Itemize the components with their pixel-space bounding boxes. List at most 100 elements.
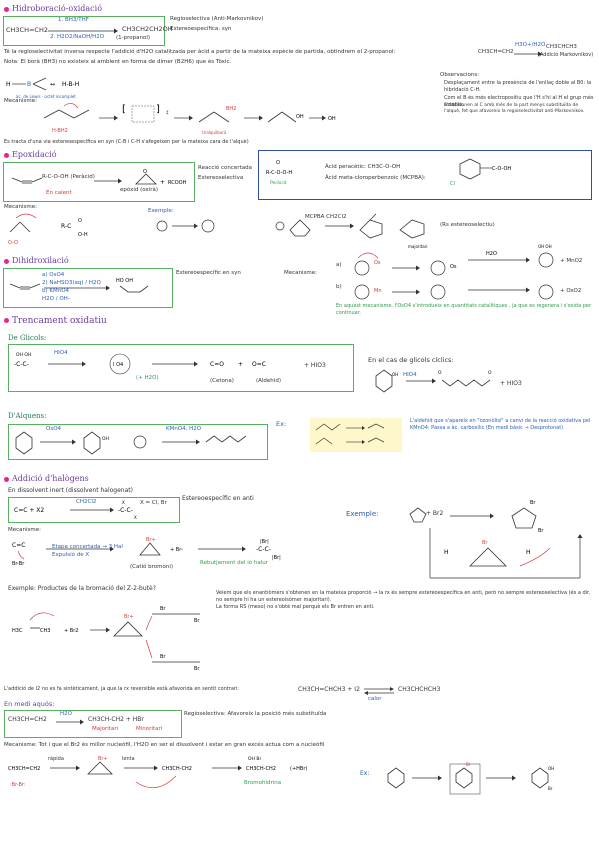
svg-text:trialquilborà: trialquilborà bbox=[202, 130, 227, 135]
alkenes-label: D'Alquens: bbox=[8, 412, 47, 420]
cyclic-glycol-byproduct: + HIO3 bbox=[500, 380, 522, 387]
note1-product: CH3CHCH3 bbox=[546, 44, 577, 50]
section-title-oxidative-cleavage: Trencament oxidatiu bbox=[4, 316, 107, 326]
halogen-mech-note1: Etapa concertada → 3 Hal bbox=[52, 544, 123, 550]
dihydroxylation-stereo: Estereoespecífic en syn bbox=[176, 270, 241, 276]
svg-text:Br: Br bbox=[160, 654, 166, 660]
svg-text:OH: OH bbox=[548, 766, 554, 771]
aqueous-mechanism: Mecanisme: Tot i que el Br2 és millor nu… bbox=[4, 742, 325, 748]
aqueous-example-sketch: Br OH Br bbox=[387, 762, 554, 795]
epoxidation-reaction-box bbox=[3, 162, 195, 202]
svg-text:Br: Br bbox=[194, 618, 200, 624]
svg-text:↔: ↔ bbox=[50, 81, 55, 88]
hydroboration-stereo: Estereoespecífica: syn bbox=[170, 26, 232, 32]
svg-text:H: H bbox=[526, 549, 531, 556]
aqueous-product: CH3CH-CH2 + HBr bbox=[88, 716, 144, 723]
svg-text:R-C: R-C bbox=[61, 223, 71, 230]
svg-text:O: O bbox=[488, 370, 492, 376]
glycol-byproduct: + HIO3 bbox=[304, 362, 326, 369]
hydroboration-mechanism-sketch: H-BH2 [ ] ‡ BH2 trialquilborà OH OH bbox=[43, 103, 336, 135]
halogen-reaction-box bbox=[8, 497, 180, 523]
svg-text:C=O: C=O bbox=[210, 361, 224, 368]
svg-text:Os: Os bbox=[374, 260, 381, 266]
svg-text:C=C: C=C bbox=[12, 542, 25, 549]
section-title-halogen-addition: Addició d'halògens bbox=[4, 474, 89, 483]
svg-text:H-B-H: H-B-H bbox=[62, 81, 79, 88]
aqueous-reagent: H2O bbox=[60, 711, 72, 717]
aqueous-regio: Regioselectiva: Afavoreix la posició més… bbox=[184, 711, 327, 717]
hydroboration-note1: Té la regioselectivitat inversa respecte… bbox=[4, 49, 396, 55]
dihydroxylation-reaction-sketch: HO OH bbox=[9, 278, 149, 293]
halogen-additional: L'addició de I2 no es fa sintèticament, … bbox=[4, 686, 240, 692]
epoxidation-example-sketch: majoritari bbox=[156, 213, 427, 249]
svg-text:Br: Br bbox=[194, 666, 200, 672]
halogen-add-product: CH3CHCHCH3 bbox=[398, 686, 441, 693]
svg-text:O-H: O-H bbox=[78, 232, 88, 238]
svg-text:-C-C-: -C-C- bbox=[14, 361, 29, 368]
svg-text:RCOOH: RCOOH bbox=[168, 180, 187, 186]
halogen-add-condition: calor bbox=[368, 696, 382, 702]
z-2-butene-bromination-sketch: H3C CH3 + Br2 Br+ Br Br Br Br bbox=[12, 606, 200, 672]
svg-text:C=C + X2: C=C + X2 bbox=[14, 507, 44, 514]
example-highlight bbox=[310, 418, 402, 452]
svg-text:C-O-OH: C-O-OH bbox=[492, 166, 511, 172]
hydroboration-reagent-bottom: 2. H2O2/NaOH/H2O bbox=[50, 34, 105, 40]
section-title-hydroboration: Hidroboració-oxidació bbox=[4, 4, 102, 13]
obs1: Desplaçament entre la presència de l'enl… bbox=[444, 80, 592, 93]
svg-text:HO OH: HO OH bbox=[116, 278, 133, 284]
svg-text:(+HBr): (+HBr) bbox=[290, 766, 307, 772]
glycol-cleavage-sketch: -C-C- OH OH I O4 C=O + O=C bbox=[14, 352, 266, 375]
aqueous-bromohydrin: Bromohidrina bbox=[244, 780, 282, 786]
halogen-example-sketch: Br Br H Br H bbox=[409, 500, 583, 579]
epoxidation-example-reagent: MCPBA CH2Cl2 bbox=[305, 214, 347, 220]
svg-text:Peràcid: Peràcid bbox=[270, 179, 287, 186]
epoxidation-prop2: Estereoselectiva bbox=[198, 175, 244, 181]
hydroboration-product-name: (1-propanol) bbox=[116, 35, 151, 41]
halogen-add-eq: CH3CH=CHCH3 + I2 bbox=[298, 686, 360, 693]
alkene-example-sketch bbox=[315, 423, 385, 445]
svg-text:B: B bbox=[27, 81, 31, 88]
svg-text:Br+: Br+ bbox=[124, 614, 134, 620]
aqueous-step1: ràpida bbox=[48, 756, 64, 762]
glycol-aldehyde: (Aldehid) bbox=[256, 378, 281, 384]
aqueous-minor: Minoritari bbox=[136, 726, 163, 732]
dihydroxylation-reagents-b: b) KMnO4 bbox=[42, 288, 70, 294]
cyclic-glycols-note: En el cas de glicols cíclics: bbox=[368, 356, 454, 364]
aqueous-major: Majoritari bbox=[92, 726, 119, 732]
aqueous-mechanism-sketch: CH3CH=CH2 :Br-Br: Br+ CH3CH-CH2 CH3CH-CH… bbox=[8, 756, 307, 789]
svg-text:Br: Br bbox=[548, 786, 553, 791]
halogen-reagent: CH2Cl2 bbox=[76, 499, 97, 505]
dihydroxylation-mechanism-sketch: Os Os H2O OH OH Mn bbox=[354, 244, 554, 300]
svg-text:R-C-O-O-H: R-C-O-O-H bbox=[266, 170, 292, 176]
epoxidation-prop1: Reacció concertada bbox=[198, 165, 252, 171]
obs2: Com el B és més electropositiu que l'H s… bbox=[444, 95, 594, 108]
svg-text:X: X bbox=[122, 500, 125, 505]
svg-text:H: H bbox=[6, 81, 11, 88]
note1-eq-reagent: H3O+/H2O bbox=[515, 42, 546, 48]
section-title-dihydroxylation: Dihidroxilació bbox=[4, 256, 69, 265]
halogen-sub1: En dissolvent inert (dissolvent halogena… bbox=[8, 487, 133, 494]
hydroboration-reagent-top: 1. BH3/THF bbox=[58, 17, 89, 23]
svg-text:OH OH: OH OH bbox=[16, 352, 31, 358]
halogen-mechanism-label: Mecanisme: bbox=[8, 527, 41, 533]
alkene-reagent-2: KMnO4, H2O bbox=[166, 426, 202, 432]
alkene-ex-note: L'aldehid que s'apareix en "ozonòlisi" a… bbox=[410, 418, 591, 431]
svg-text:Br-Br: Br-Br bbox=[12, 561, 25, 567]
aqueous-reactant: CH3CH=CH2 bbox=[8, 716, 47, 723]
halogen-mechanism-sketch: C=C Br-Br Br+ + Br- |Br| -C-C- |Br| bbox=[12, 537, 281, 567]
halogen-question: Exemple: Productes de la bromació del Z-… bbox=[8, 585, 156, 592]
svg-text:OH: OH bbox=[392, 372, 398, 377]
epoxidation-reaction-sketch: O + RCOOH bbox=[11, 169, 187, 186]
svg-text:àc. de Lewis · octet incomplet: àc. de Lewis · octet incomplet bbox=[16, 94, 76, 99]
halogen-q-note1: Veiem que els enantiòmers s'obtenen en l… bbox=[216, 590, 591, 603]
svg-text:Br+: Br+ bbox=[98, 756, 108, 762]
aqueous-ex-label: Ex: bbox=[360, 770, 370, 777]
svg-text:CH3: CH3 bbox=[40, 628, 50, 634]
svg-text:Br+: Br+ bbox=[146, 537, 156, 543]
svg-text:OH: OH bbox=[296, 114, 304, 120]
svg-text:-C-C-: -C-C- bbox=[256, 546, 271, 553]
svg-text:O: O bbox=[143, 169, 147, 175]
reaction-arrow bbox=[48, 28, 118, 34]
observations-title: Observacions: bbox=[440, 72, 480, 78]
glycol-water: (+ H2O) bbox=[136, 375, 159, 381]
